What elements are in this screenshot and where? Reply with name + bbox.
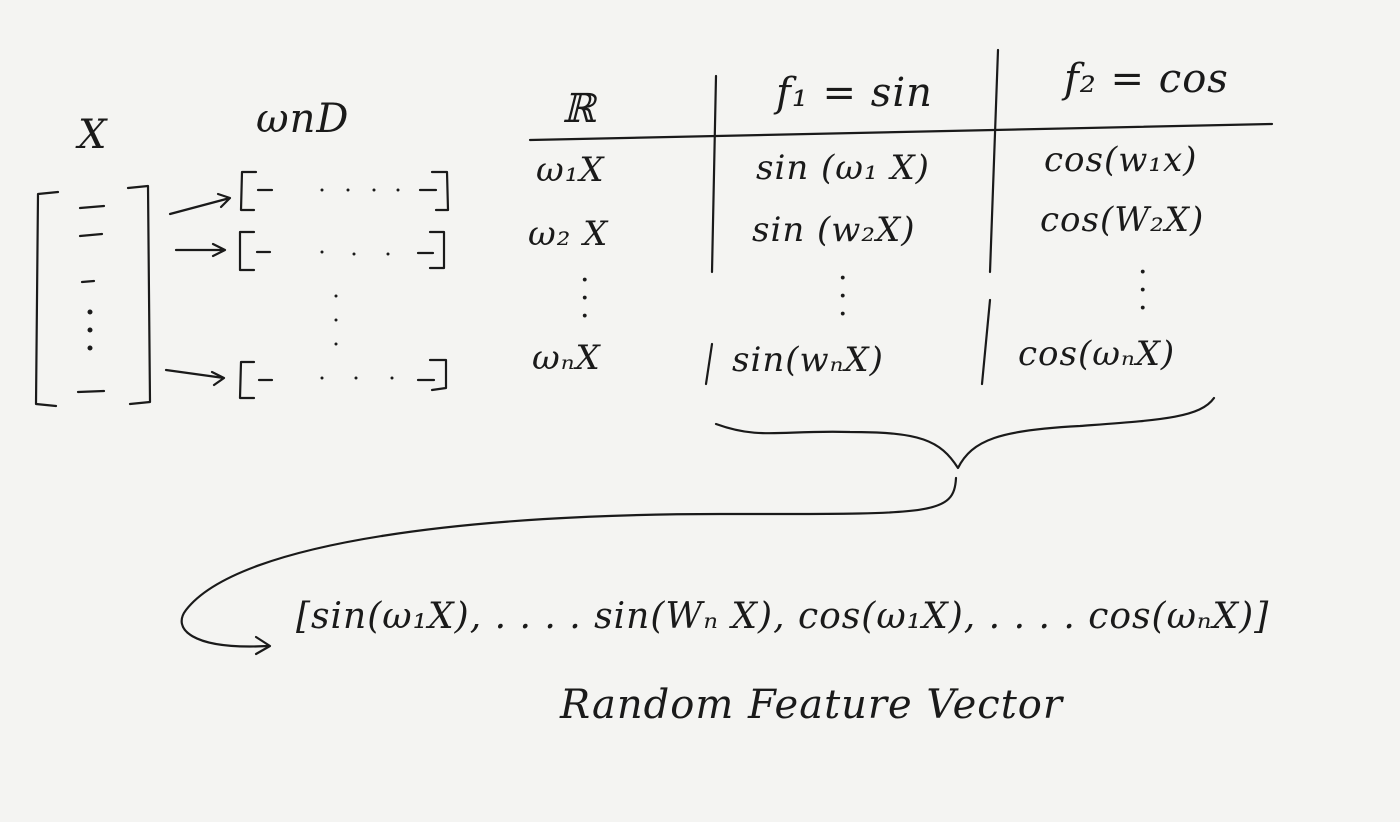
f1-column-ellipsis: ··· [838, 261, 848, 332]
r-cell-row-n: ωₙX [532, 338, 601, 378]
random-feature-vector: [sin(ω₁X), . . . . sin(Wₙ X), cos(ω₁X), … [296, 596, 1270, 637]
f1-cell-row-2: sin (w₂X) [752, 210, 916, 250]
header-omega-nd: ωnD [256, 96, 350, 142]
omega-row-2-right-bracket [428, 230, 446, 270]
x-vector-entry [78, 204, 106, 210]
feature-arrow-head [254, 635, 272, 656]
omega-row-1-right-bracket [430, 170, 450, 212]
f1-cell-row-1: sin (ω₁ X) [756, 148, 930, 188]
random-feature-vector-label: Random Feature Vector [560, 682, 1063, 728]
table-divider-2 [980, 48, 1000, 386]
header-f1-sin: f₁ = sin [776, 70, 933, 116]
omega-row-n-left-bracket [238, 360, 256, 400]
arrow-row-n [164, 368, 226, 387]
omega-row-n-right-bracket [428, 358, 448, 392]
r-cell-row-2: ω₂ X [528, 214, 609, 254]
header-f2-cos: f₂ = cos [1064, 56, 1229, 102]
x-vector-entry [76, 389, 106, 394]
feature-brace [714, 396, 1216, 470]
x-vector-dot [87, 327, 93, 333]
f1-cell-row-n: sin(wₙX) [732, 340, 884, 380]
r-column-ellipsis: ··· [580, 263, 590, 334]
table-divider-1 [704, 74, 718, 386]
f2-cell-row-n: cos(ωₙX) [1018, 334, 1176, 374]
f2-cell-row-1: cos(w₁x) [1044, 140, 1198, 180]
omega-row-1-left-bracket [239, 170, 258, 212]
x-vector-entry [80, 279, 96, 284]
feature-arrow-curve [180, 476, 958, 648]
header-x: X [78, 112, 108, 158]
r-cell-row-1: ω₁X [536, 150, 605, 190]
x-vector-entry [78, 232, 104, 238]
f2-cell-row-2: cos(W₂X) [1040, 200, 1205, 240]
table-header-rule [528, 122, 1274, 142]
header-real-numbers: ℝ [562, 86, 597, 132]
x-vector-dot [87, 309, 93, 315]
x-vector-right-bracket [126, 184, 152, 406]
x-vector-dot [87, 345, 93, 351]
arrow-row-1 [168, 192, 232, 216]
arrow-row-2 [174, 242, 227, 258]
omega-row-2-left-bracket [238, 230, 256, 272]
x-vector-left-bracket [34, 190, 60, 408]
f2-column-ellipsis: ··· [1138, 255, 1148, 326]
